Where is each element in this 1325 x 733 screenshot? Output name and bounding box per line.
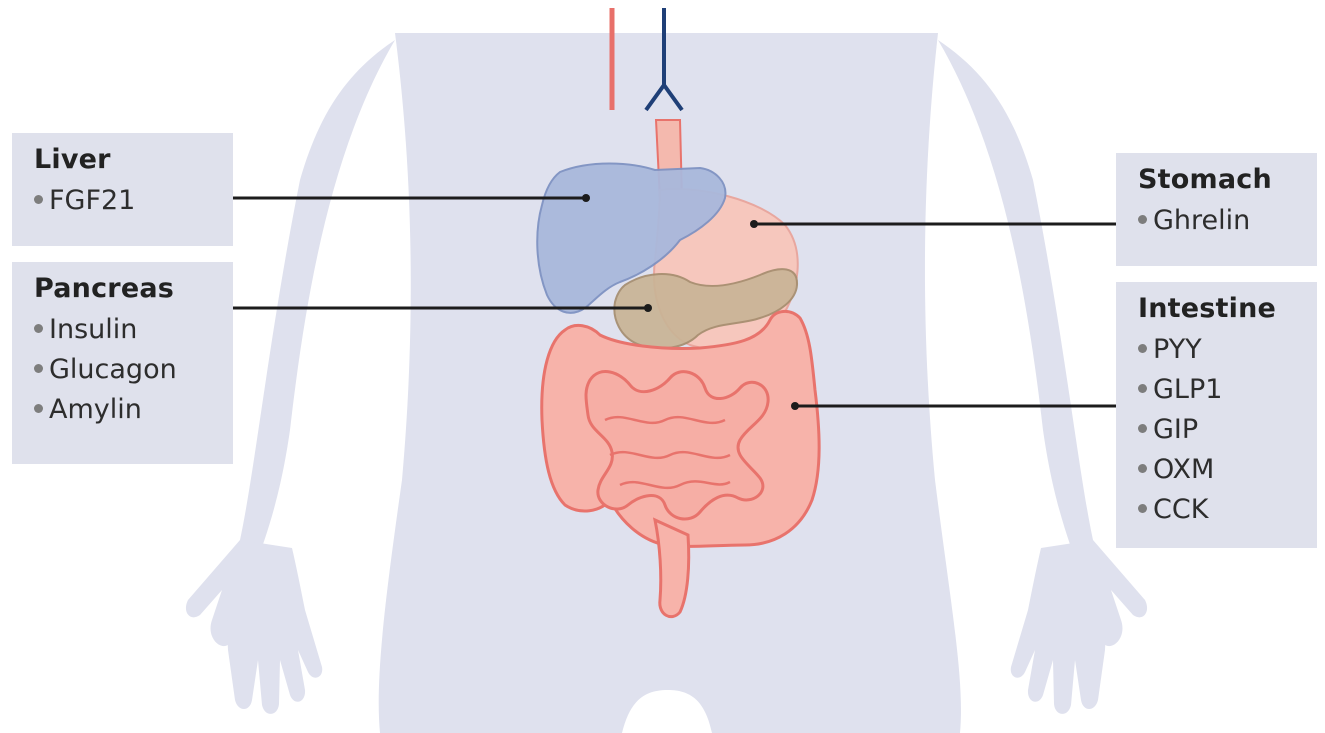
right-hand bbox=[1011, 540, 1106, 714]
hormone-label: FGF21 bbox=[49, 185, 135, 216]
intestine-hormone-list: PYY GLP1 GIP OXM CCK bbox=[1138, 330, 1317, 530]
hormone-item: CCK bbox=[1138, 490, 1317, 530]
bullet-icon bbox=[34, 404, 43, 413]
bullet-icon bbox=[1138, 384, 1147, 393]
rectum bbox=[655, 520, 689, 617]
pancreas-hormone-list: Insulin Glucagon Amylin bbox=[34, 310, 233, 430]
intestine-title: Intestine bbox=[1138, 294, 1317, 324]
hormone-label: GLP1 bbox=[1153, 374, 1222, 405]
hormone-label: OXM bbox=[1153, 454, 1214, 485]
bullet-icon bbox=[1138, 215, 1147, 224]
hormone-label: CCK bbox=[1153, 494, 1208, 525]
liver-leader-dot bbox=[582, 194, 590, 202]
hormone-label: Glucagon bbox=[49, 354, 177, 385]
bullet-icon bbox=[34, 364, 43, 373]
hormone-item: GLP1 bbox=[1138, 370, 1317, 410]
liver-hormone-list: FGF21 bbox=[34, 181, 233, 221]
hormone-item: Amylin bbox=[34, 390, 233, 430]
hormone-label: Insulin bbox=[49, 314, 137, 345]
pancreas-title: Pancreas bbox=[34, 274, 233, 304]
bullet-icon bbox=[1138, 504, 1147, 513]
hormone-label: Amylin bbox=[49, 394, 142, 425]
bullet-icon bbox=[34, 324, 43, 333]
hormone-item: PYY bbox=[1138, 330, 1317, 370]
hormone-label: GIP bbox=[1153, 414, 1198, 445]
hormone-label: Ghrelin bbox=[1153, 205, 1250, 236]
hormone-item: Insulin bbox=[34, 310, 233, 350]
bullet-icon bbox=[1138, 464, 1147, 473]
liver-title: Liver bbox=[34, 145, 233, 175]
stomach-title: Stomach bbox=[1138, 165, 1317, 195]
stomach-label-box: Stomach Ghrelin bbox=[1116, 153, 1317, 266]
pancreas-leader-dot bbox=[644, 304, 652, 312]
liver-label-box: Liver FGF21 bbox=[12, 133, 233, 246]
hormone-label: PYY bbox=[1153, 334, 1202, 365]
bullet-icon bbox=[1138, 344, 1147, 353]
hormone-item: Ghrelin bbox=[1138, 201, 1317, 241]
stomach-hormone-list: Ghrelin bbox=[1138, 201, 1317, 241]
pancreas-label-box: Pancreas Insulin Glucagon Amylin bbox=[12, 262, 233, 464]
bullet-icon bbox=[1138, 424, 1147, 433]
hormone-item: FGF21 bbox=[34, 181, 233, 221]
stomach-leader-dot bbox=[750, 220, 758, 228]
left-hand bbox=[227, 540, 322, 714]
hormone-item: OXM bbox=[1138, 450, 1317, 490]
hormone-item: Glucagon bbox=[34, 350, 233, 390]
hormone-item: GIP bbox=[1138, 410, 1317, 450]
intestine-label-box: Intestine PYY GLP1 GIP OXM CCK bbox=[1116, 282, 1317, 548]
intestine-leader-dot bbox=[791, 402, 799, 410]
bullet-icon bbox=[34, 195, 43, 204]
